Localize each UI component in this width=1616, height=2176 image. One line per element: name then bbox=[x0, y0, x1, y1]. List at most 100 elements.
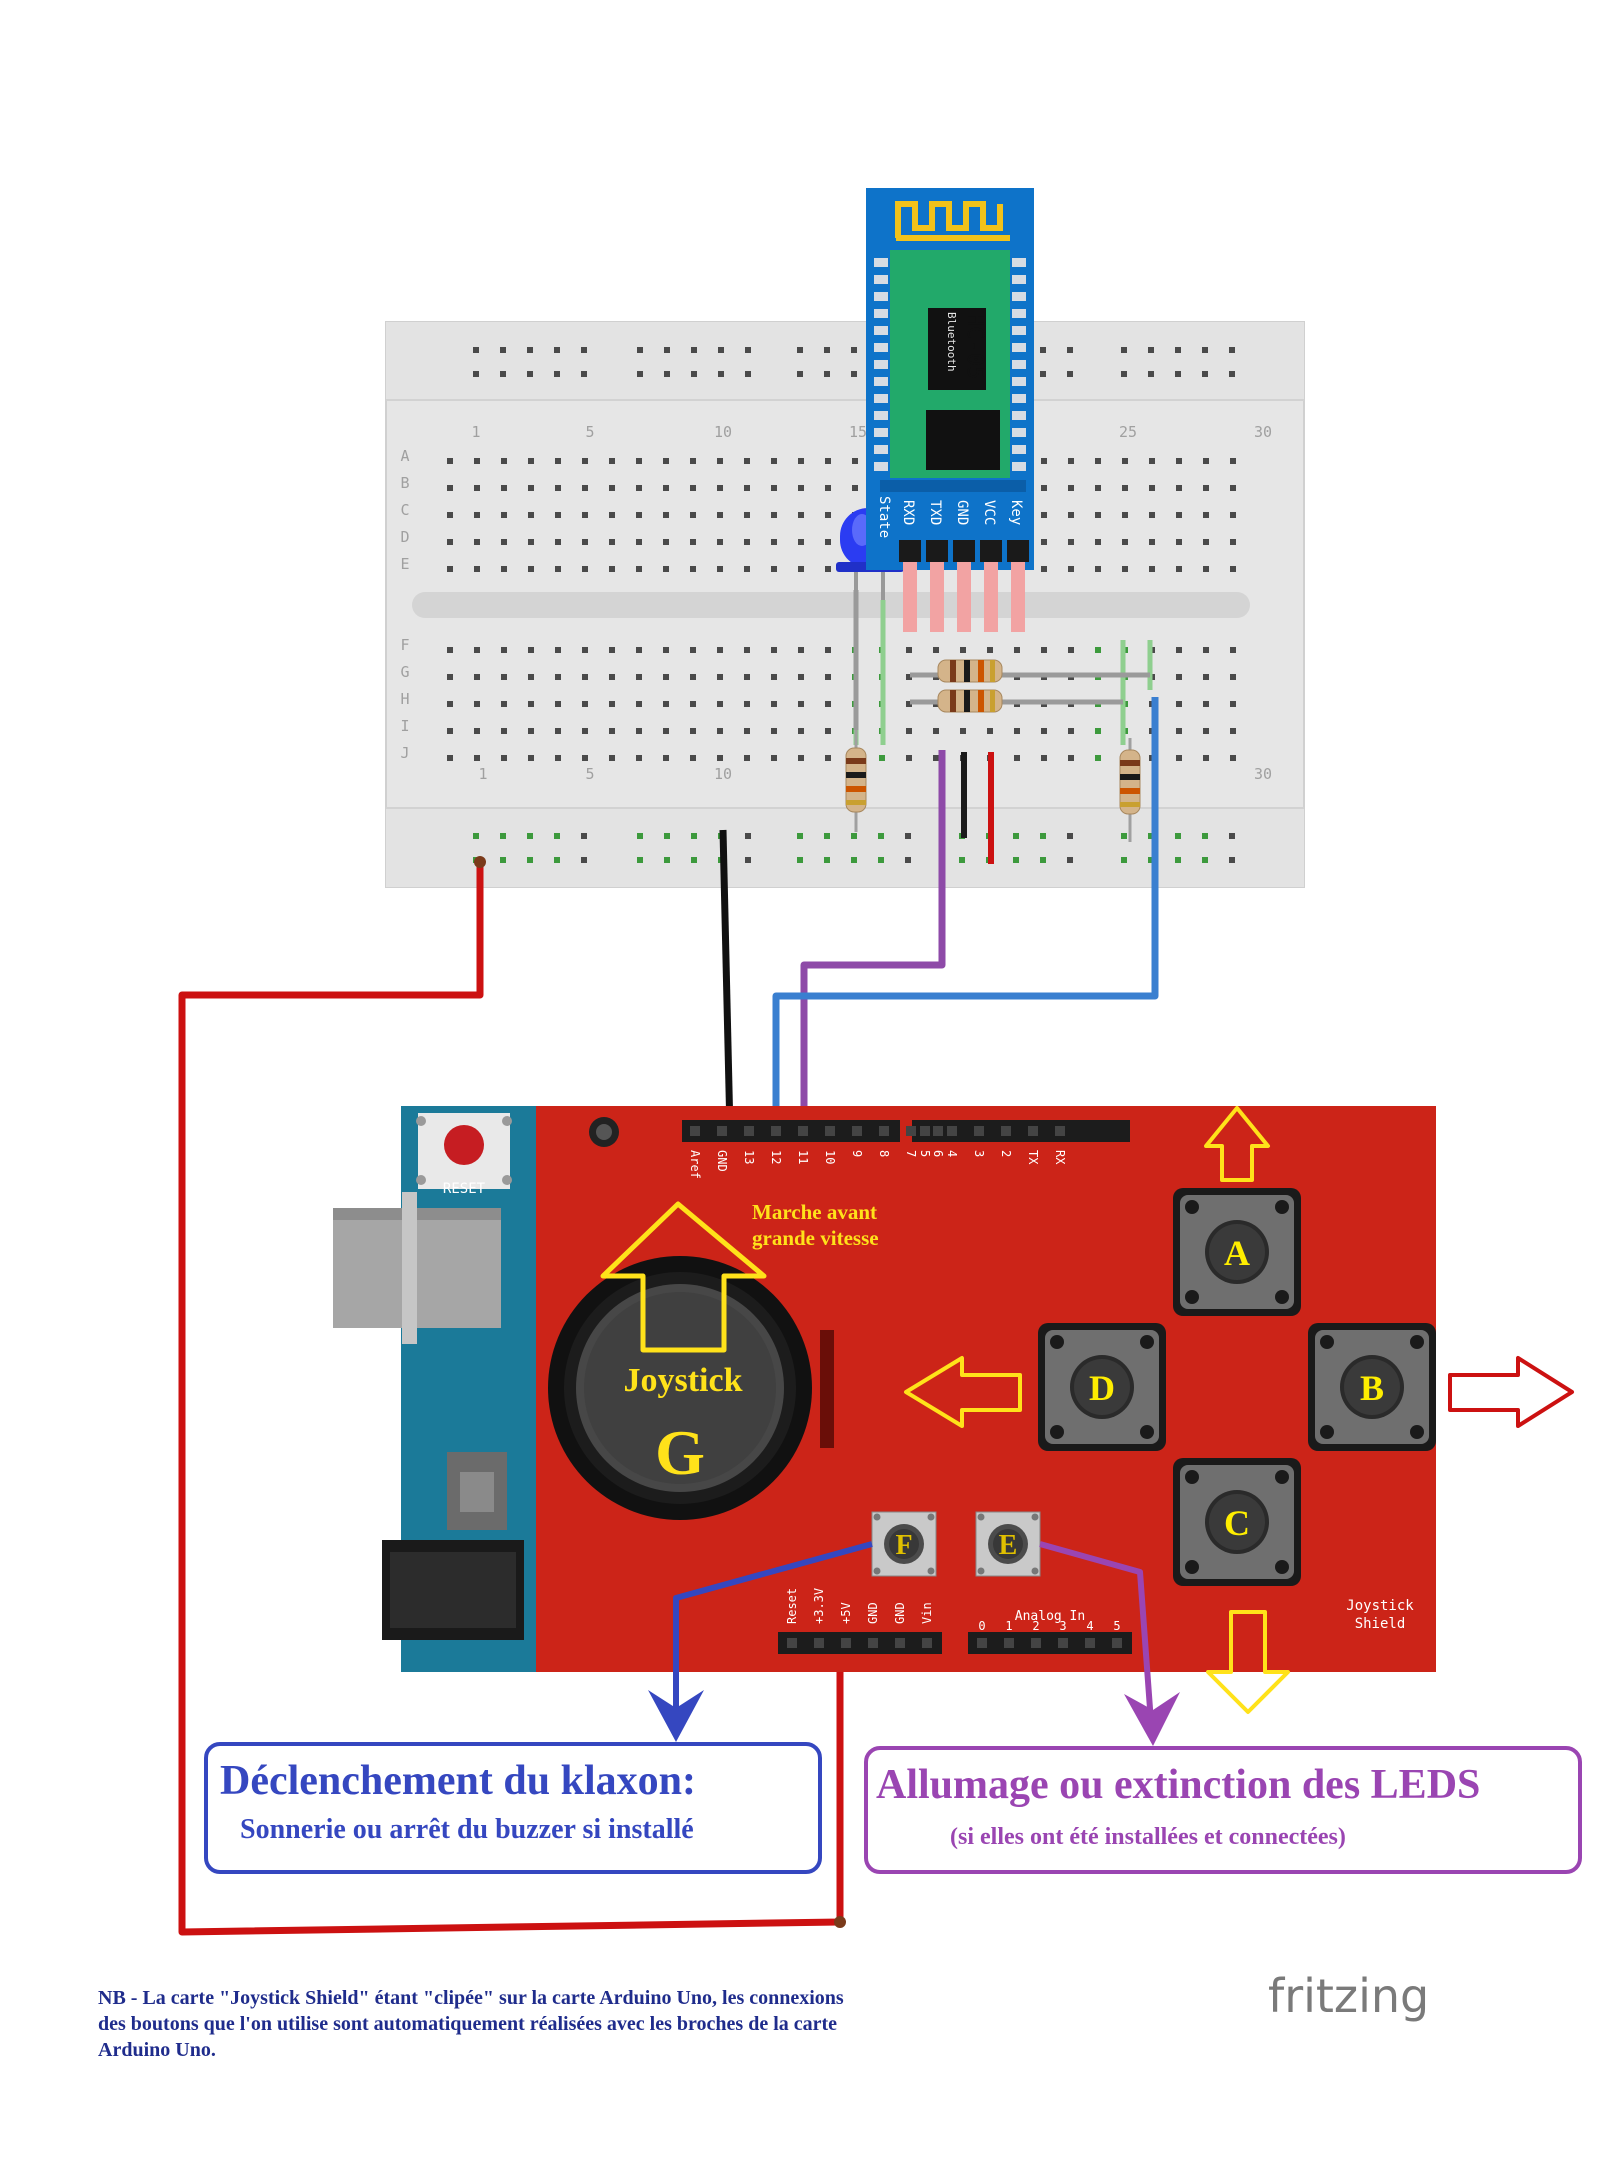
analog-pin-label: 5 bbox=[1113, 1619, 1120, 1633]
hc05-subtitle: Bluetooth bbox=[945, 312, 958, 372]
hc05-pin-label: TXD bbox=[927, 500, 943, 525]
power-pin-label: +3.3V bbox=[812, 1588, 826, 1624]
horn-pointer bbox=[673, 1541, 873, 1728]
blue-wire bbox=[772, 697, 1159, 1132]
forward-label: grande vitesse bbox=[752, 1226, 879, 1250]
button-a-label: A bbox=[1224, 1233, 1250, 1273]
digital-pin-label: RX bbox=[1053, 1150, 1067, 1165]
digital-pin-label: Aref bbox=[688, 1150, 702, 1179]
digital-pin-label: GND bbox=[715, 1150, 729, 1172]
digital-pin-label: 13 bbox=[742, 1150, 756, 1164]
bb-rowletter: G bbox=[400, 663, 409, 681]
long-wires bbox=[178, 697, 1159, 1936]
breadboard-jumpers bbox=[853, 590, 1153, 864]
breadboard: 1 5 10 15 20 25 30 1 5 10 30 A B C D E F… bbox=[385, 321, 1305, 888]
bb-colnum: 5 bbox=[585, 423, 594, 441]
leds-callout-subtitle: (si elles ont été installées et connecté… bbox=[950, 1824, 1346, 1850]
digital-header bbox=[682, 1120, 1130, 1142]
analog-pin-label: 0 bbox=[978, 1619, 985, 1633]
footnote-line: NB - La carte "Joystick Shield" étant "c… bbox=[98, 1987, 844, 2009]
analog-pin-label: 1 bbox=[1005, 1619, 1012, 1633]
down-arrow-icon bbox=[1206, 1610, 1290, 1714]
horn-pointer-arrowhead bbox=[648, 1690, 704, 1742]
button-f-label: F bbox=[895, 1530, 912, 1561]
bb-rowletter: C bbox=[400, 501, 409, 519]
digital-pin-label: 8 bbox=[877, 1150, 891, 1157]
bb-rowletter: B bbox=[400, 474, 409, 492]
bb-rowletter: F bbox=[400, 636, 409, 654]
hc05-pin-label: State bbox=[876, 496, 892, 538]
button-d-label: D bbox=[1089, 1368, 1115, 1408]
digital-pin-label: 2 bbox=[999, 1150, 1013, 1157]
shield-label: Joystick bbox=[1346, 1598, 1414, 1614]
button-d[interactable]: D bbox=[1038, 1323, 1166, 1451]
reset-button-cap[interactable] bbox=[444, 1125, 484, 1165]
breadboard-center-channel bbox=[412, 592, 1250, 618]
analog-pin-label: 2 bbox=[1032, 1619, 1039, 1633]
button-e[interactable]: E bbox=[975, 1511, 1041, 1577]
button-c[interactable]: C bbox=[1173, 1458, 1301, 1586]
hc05-pin-label: GND bbox=[954, 500, 970, 525]
bb-colnum: 30 bbox=[1254, 765, 1272, 783]
reset-label: RESET bbox=[443, 1181, 486, 1197]
right-arrow-icon bbox=[1448, 1356, 1574, 1428]
purple-wire bbox=[800, 750, 946, 1132]
digital-pin-label: 9 bbox=[850, 1150, 864, 1157]
arduino-uno: RESET bbox=[333, 1106, 571, 1672]
button-a[interactable]: A bbox=[1173, 1188, 1301, 1316]
shield-label: Shield bbox=[1355, 1616, 1406, 1632]
bb-colnum: 30 bbox=[1254, 423, 1272, 441]
power-pin-label: GND bbox=[866, 1602, 880, 1624]
analog-in-label: Analog In bbox=[1015, 1609, 1085, 1624]
left-arrow-icon bbox=[904, 1356, 1022, 1428]
hc05-pin-label: Key bbox=[1008, 500, 1024, 525]
footnote: NB - La carte "Joystick Shield" étant "c… bbox=[98, 1987, 844, 2061]
power-header bbox=[778, 1632, 942, 1654]
leds-pointer bbox=[1039, 1541, 1155, 1737]
shield-buttons: A B C D bbox=[1038, 1188, 1436, 1586]
leds-callout-title: Allumage ou extinction des LEDS bbox=[876, 1762, 1480, 1808]
power-pin-label: Reset bbox=[785, 1588, 799, 1624]
hc05-header-pins bbox=[899, 540, 1029, 632]
hc05-pin-label: VCC bbox=[981, 500, 997, 525]
hc05-pin-label: RXD bbox=[900, 500, 916, 525]
button-b[interactable]: B bbox=[1308, 1323, 1436, 1451]
joystick[interactable]: Joystick G bbox=[548, 1256, 834, 1520]
resistor bbox=[937, 689, 1003, 713]
button-e-label: E bbox=[999, 1530, 1018, 1561]
hc05-module: HC-05 Bluetooth State RXD TXD GND VCC Ke… bbox=[866, 188, 1034, 632]
horn-callout-title: Déclenchement du klaxon: bbox=[220, 1758, 696, 1804]
analog-header bbox=[968, 1632, 1132, 1654]
horn-callout-subtitle: Sonnerie ou arrêt du buzzer si installé bbox=[240, 1814, 694, 1845]
digital-pin-label: 3 bbox=[972, 1150, 986, 1157]
red-5v-wire bbox=[178, 862, 844, 1936]
footnote-line: des boutons que l'on utilise sont automa… bbox=[98, 2013, 837, 2035]
hc05-name: HC-05 bbox=[962, 313, 987, 379]
digital-pin-label: 6 bbox=[931, 1150, 945, 1157]
resistor bbox=[1119, 738, 1141, 842]
bb-colnum: 10 bbox=[714, 765, 732, 783]
bb-rowletter: A bbox=[400, 447, 409, 465]
analog-pin-label: 4 bbox=[1086, 1619, 1093, 1633]
digital-pin-label: 7 bbox=[904, 1150, 918, 1157]
leds-callout: Allumage ou extinction des LEDS (si elle… bbox=[864, 1746, 1582, 1874]
joystick-letter: G bbox=[655, 1417, 705, 1488]
leds-pointer-arrowhead bbox=[1124, 1692, 1180, 1746]
resistor bbox=[845, 730, 867, 832]
button-c-label: C bbox=[1224, 1503, 1250, 1543]
button-f[interactable]: F bbox=[871, 1511, 937, 1577]
hc05-castellations bbox=[874, 258, 1026, 471]
digital-pin-label: 12 bbox=[769, 1150, 783, 1164]
power-pin-label: GND bbox=[893, 1602, 907, 1624]
bb-colnum: 15 bbox=[849, 423, 867, 441]
digital-pin-label: 11 bbox=[796, 1150, 810, 1164]
digital-pin-label: 10 bbox=[823, 1150, 837, 1164]
footnote-line: Arduino Uno. bbox=[98, 2039, 216, 2061]
resistor bbox=[937, 659, 1003, 683]
horn-callout: Déclenchement du klaxon: Sonnerie ou arr… bbox=[204, 1742, 822, 1874]
black-gnd-wire bbox=[719, 829, 734, 1133]
bb-rowletter: J bbox=[400, 744, 409, 762]
